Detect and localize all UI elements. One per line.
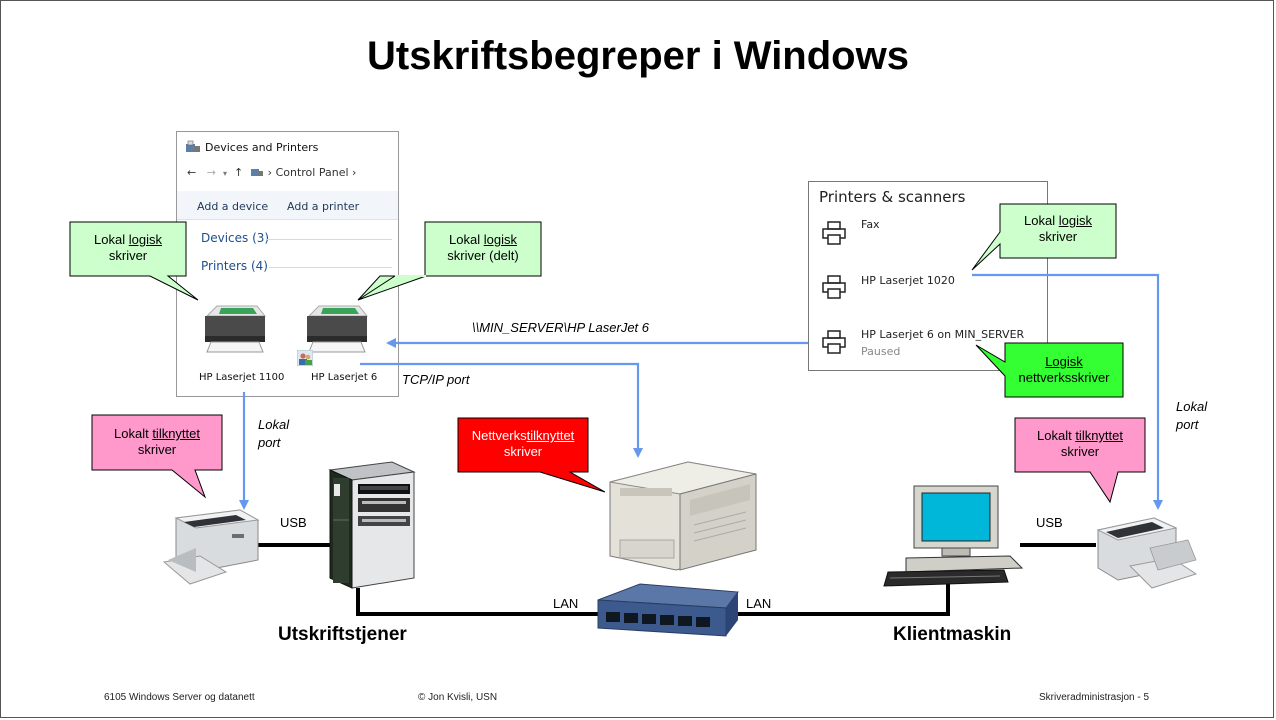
tcpip-port-arrow xyxy=(360,362,643,458)
callout-local-logical-shared xyxy=(357,221,542,301)
printer-status-paused: Paused xyxy=(861,345,901,358)
callout-local-logical-right xyxy=(971,203,1117,271)
chevron-down-icon[interactable]: ▾ xyxy=(222,169,227,178)
footer-author: © Jon Kvisli, USN xyxy=(418,692,498,703)
printer-hp-6-label: HP Laserjet 6 xyxy=(311,372,378,383)
group-divider xyxy=(267,239,392,240)
lan-label-right: LAN xyxy=(746,596,772,611)
print-server-tower xyxy=(328,461,416,589)
callout-locally-attached-left xyxy=(91,414,223,499)
add-printer-button[interactable]: Add a printer xyxy=(287,200,360,213)
devices-printers-icon xyxy=(186,140,200,152)
unc-path-label: \\MIN_SERVER\HP LaserJet 6 xyxy=(472,320,650,335)
connection-arrows xyxy=(239,273,1163,510)
local-port-arrow-right xyxy=(972,273,1163,510)
slide-title: Utskriftsbegreper i Windows xyxy=(367,34,909,78)
window-title: Devices and Printers xyxy=(205,141,319,154)
window-toolbar: Add a device Add a printer xyxy=(177,191,398,220)
panel-title: Printers & scanners xyxy=(819,188,966,206)
devices-and-printers-window: Devices and Printers ← → ▾ ↑ › Control P… xyxy=(176,131,399,397)
printers-group-header[interactable]: Printers (4) xyxy=(201,259,268,273)
forward-arrow-icon[interactable]: → xyxy=(206,166,216,179)
usb-label-left: USB xyxy=(280,515,307,530)
print-server-label: Utskriftstjener xyxy=(278,624,407,645)
address-bar[interactable]: ← → ▾ ↑ › Control Panel › xyxy=(187,166,357,179)
footer-page: Skriveradministrasjon - 5 xyxy=(1039,692,1150,703)
network-cables xyxy=(258,543,1096,616)
add-device-button[interactable]: Add a device xyxy=(197,200,269,213)
printer-hp-6-icon[interactable] xyxy=(301,302,371,354)
network-laser-printer xyxy=(609,461,757,571)
usb-printer-right xyxy=(1096,517,1198,589)
up-arrow-icon[interactable]: ↑ xyxy=(233,166,244,179)
callout-locally-attached-right xyxy=(1014,417,1146,504)
network-switch xyxy=(597,583,739,637)
group-divider xyxy=(269,267,392,268)
printer-hp-1100-label: HP Laserjet 1100 xyxy=(199,372,285,383)
printer-hp-1100-icon[interactable] xyxy=(199,302,269,354)
printer-icon xyxy=(822,275,846,299)
client-label: Klientmaskin xyxy=(893,624,1012,645)
tcpip-port-label: TCP/IP port xyxy=(402,372,470,387)
usb-printer-left xyxy=(162,509,260,585)
printer-icon xyxy=(822,330,846,354)
control-panel-icon xyxy=(251,169,264,176)
client-computer xyxy=(883,485,1024,587)
callout-network-logical xyxy=(975,342,1124,398)
shared-users-icon xyxy=(297,350,313,366)
usb-label-right: USB xyxy=(1036,515,1063,530)
footer-course: 6105 Windows Server og datanett xyxy=(104,692,255,703)
callout-network-attached xyxy=(457,417,606,493)
printer-icon xyxy=(822,221,846,245)
lan-label-left: LAN xyxy=(553,596,579,611)
back-arrow-icon[interactable]: ← xyxy=(187,166,197,179)
breadcrumb-control-panel[interactable]: Control Panel xyxy=(275,166,349,179)
printer-item-hp6-on-server[interactable]: HP Laserjet 6 on MIN_SERVER xyxy=(861,328,1025,341)
printer-item-fax[interactable]: Fax xyxy=(861,218,880,231)
devices-group-header[interactable]: Devices (3) xyxy=(201,231,270,245)
callout-local-logical-left xyxy=(69,221,199,301)
printer-item-hp-1020[interactable]: HP Laserjet 1020 xyxy=(861,274,955,287)
